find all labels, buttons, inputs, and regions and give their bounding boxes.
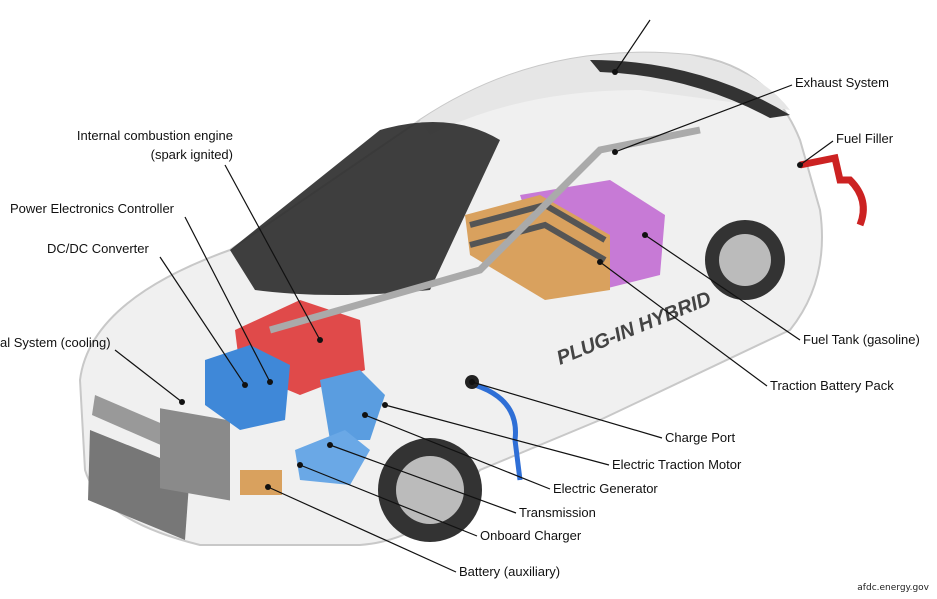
leader-line-pec [184,216,271,383]
onboard-charger-shape [295,430,370,485]
leader-dot-traction-battery [597,259,603,265]
label-ice-line2: (spark ignited) [150,147,233,162]
label-battery-auxiliary: Battery (auxiliary) [459,564,561,579]
label-thermal-system: al System (cooling) [0,335,111,350]
charge-cable [474,382,523,481]
roof [420,52,790,135]
source-credit: afdc.energy.gov [857,583,929,593]
leader-dot-fuel-tank [642,232,648,238]
label-ice: Internal combustion engine (spark ignite… [77,128,233,163]
leader-dot-thermal [179,399,185,405]
power-electronics-shape [205,345,290,430]
label-traction-battery-pack: Traction Battery Pack [770,378,894,393]
aux-battery-shape [240,470,282,495]
label-dcdc-converter: DC/DC Converter [47,241,149,256]
label-fuel-tank: Fuel Tank (gasoline) [803,332,920,347]
exhaust-pipe [269,126,701,334]
leader-line-traction-motor [384,404,610,466]
leader-dot-ice [317,337,323,343]
leader-line-charge-port [471,381,663,439]
label-transmission: Transmission [519,505,596,520]
leader-dot-top [612,69,618,75]
leader-line-generator [364,414,551,490]
windshield [230,122,500,295]
grille [88,430,190,540]
label-charge-port: Charge Port [665,430,736,445]
leader-line-fuel-filler [799,140,834,166]
label-power-electronics-controller: Power Electronics Controller [10,201,175,216]
label-electric-traction-motor: Electric Traction Motor [612,457,742,472]
leader-dot-fuel-filler [797,162,803,168]
radiator [160,408,230,501]
leader-line-thermal [114,349,183,403]
roof-stripe [590,60,790,118]
label-exhaust-system: Exhaust System [795,75,889,90]
leader-dot-exhaust [612,149,618,155]
leader-dot-traction-motor [382,402,388,408]
leader-dot-onboard-charger [297,462,303,468]
leader-dot-charge-port [469,379,475,385]
leader-line-exhaust [614,84,793,153]
leader-line-fuel-tank [644,234,801,341]
fuel-nozzle [799,153,867,227]
leader-line-top [614,19,651,73]
label-electric-generator: Electric Generator [553,481,658,496]
leader-line-traction-battery [599,261,768,387]
label-ice-line1: Internal combustion engine [76,128,233,143]
leader-line-transmission [329,444,517,514]
leader-dot-dcdc [242,382,248,388]
leader-dot-transmission [327,442,333,448]
leader-dot-generator [362,412,368,418]
leader-line-aux-battery [267,486,457,573]
leader-dot-pec [267,379,273,385]
leader-dot-aux-battery [265,484,271,490]
motor-shape [320,370,385,440]
leader-line-ice [224,164,321,341]
leader-line-dcdc [159,256,246,386]
leader-lines [114,19,834,573]
label-onboard-charger: Onboard Charger [480,528,582,543]
label-fuel-filler: Fuel Filler [836,131,894,146]
leader-line-onboard-charger [299,464,478,537]
